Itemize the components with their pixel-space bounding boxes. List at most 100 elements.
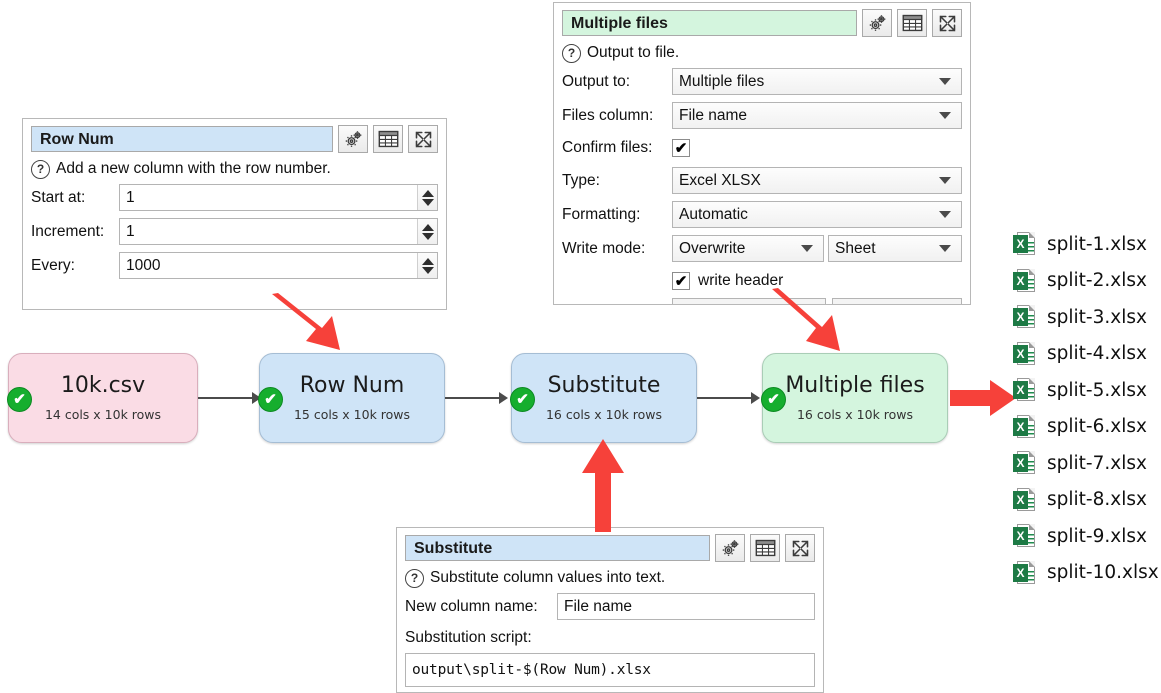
flow-link-2 bbox=[445, 397, 503, 399]
write-header-label: write header bbox=[698, 272, 784, 289]
list-item[interactable]: X split-7.xlsx bbox=[1013, 445, 1159, 482]
field-files-column: Files column: File name bbox=[562, 100, 962, 131]
chevron-down-icon bbox=[939, 177, 951, 184]
write-mode-select[interactable]: Overwrite bbox=[672, 235, 824, 262]
excel-file-icon: X bbox=[1013, 341, 1035, 366]
every-input[interactable]: 1000 bbox=[119, 252, 438, 279]
substitute-title-row: Substitute bbox=[405, 534, 815, 562]
list-item[interactable]: X split-2.xlsx bbox=[1013, 263, 1159, 300]
field-new-column-name: New column name: File name bbox=[405, 591, 815, 622]
output-to-select[interactable]: Multiple files bbox=[672, 68, 962, 95]
help-icon: ? bbox=[405, 568, 424, 588]
chevron-down-icon bbox=[801, 245, 813, 252]
increment-label: Increment: bbox=[31, 222, 105, 240]
confirm-files-checkbox[interactable]: ✔ bbox=[672, 139, 690, 157]
status-ok-icon: ✔ bbox=[761, 387, 786, 412]
panel-substitute: Substitute bbox=[396, 527, 824, 693]
flow-node-title: Substitute bbox=[547, 373, 661, 399]
file-name: split-4.xlsx bbox=[1047, 343, 1147, 365]
start-at-label: Start at: bbox=[31, 188, 86, 206]
flow-node-subtitle: 16 cols x 10k rows bbox=[545, 406, 663, 422]
table-icon[interactable] bbox=[373, 125, 403, 153]
expand-icon[interactable] bbox=[408, 125, 438, 153]
file-name: split-5.xlsx bbox=[1047, 379, 1147, 401]
file-name: split-8.xlsx bbox=[1047, 489, 1147, 511]
row-num-help: ? Add a new column with the row number. bbox=[31, 156, 438, 182]
list-item[interactable]: X split-6.xlsx bbox=[1013, 409, 1159, 446]
write-target-select[interactable]: Sheet bbox=[828, 235, 962, 262]
new-column-name-label: New column name: bbox=[405, 597, 538, 615]
output-to-label: Output to: bbox=[562, 72, 631, 90]
start-at-stepper[interactable] bbox=[417, 185, 437, 210]
flow-node-substitute[interactable]: Substitute 16 cols x 10k rows bbox=[511, 353, 697, 443]
field-type: Type: Excel XLSX bbox=[562, 165, 962, 196]
every-stepper[interactable] bbox=[417, 253, 437, 278]
file-name: split-7.xlsx bbox=[1047, 452, 1147, 474]
every-label: Every: bbox=[31, 256, 75, 274]
flow-node-10k-csv[interactable]: 10k.csv 14 cols x 10k rows bbox=[8, 353, 198, 443]
table-icon[interactable] bbox=[750, 534, 780, 562]
status-ok-icon: ✔ bbox=[510, 387, 535, 412]
flow-node-multiple-files[interactable]: Multiple files 16 cols x 10k rows bbox=[762, 353, 948, 443]
excel-file-icon: X bbox=[1013, 414, 1035, 439]
flow-node-row-num[interactable]: Row Num 15 cols x 10k rows bbox=[259, 353, 445, 443]
chevron-down-icon bbox=[939, 78, 951, 85]
field-increment: Increment: 1 bbox=[31, 216, 438, 247]
multiple-files-title-row: Multiple files bbox=[562, 9, 962, 37]
excel-file-icon: X bbox=[1013, 451, 1035, 475]
multiple-files-title-input[interactable]: Multiple files bbox=[562, 10, 857, 36]
gears-icon[interactable] bbox=[338, 125, 368, 153]
excel-file-icon: X bbox=[1013, 487, 1035, 512]
row-num-title-input[interactable]: Row Num bbox=[31, 126, 333, 152]
confirm-files-label: Confirm files: bbox=[562, 139, 653, 156]
new-column-name-input[interactable]: File name bbox=[557, 593, 815, 620]
partial-control-right bbox=[832, 298, 962, 304]
callout-arrow-to-substitute bbox=[582, 439, 624, 532]
substitution-script-editor[interactable]: output\split-$(Row Num).xlsx bbox=[405, 653, 815, 687]
substitute-title-input[interactable]: Substitute bbox=[405, 535, 710, 561]
list-item[interactable]: X split-8.xlsx bbox=[1013, 482, 1159, 519]
list-item[interactable]: X split-3.xlsx bbox=[1013, 299, 1159, 336]
callout-arrow-to-multiple-files bbox=[772, 288, 840, 351]
substitute-help-text: Substitute column values into text. bbox=[430, 569, 666, 586]
callout-arrow-to-file-list bbox=[950, 380, 1016, 416]
type-select[interactable]: Excel XLSX bbox=[672, 167, 962, 194]
excel-file-icon: X bbox=[1013, 524, 1035, 548]
row-num-help-text: Add a new column with the row number. bbox=[56, 160, 331, 177]
substitute-help: ? Substitute column values into text. bbox=[405, 565, 815, 591]
flow-link-arrowhead bbox=[751, 392, 760, 404]
start-at-input[interactable]: 1 bbox=[119, 184, 438, 211]
callout-arrow-to-row-num bbox=[272, 293, 340, 350]
gears-icon[interactable] bbox=[862, 9, 892, 37]
expand-icon[interactable] bbox=[785, 534, 815, 562]
file-name: split-10.xlsx bbox=[1047, 562, 1159, 584]
flow-node-subtitle: 15 cols x 10k rows bbox=[293, 406, 411, 422]
list-item[interactable]: X split-4.xlsx bbox=[1013, 336, 1159, 373]
expand-icon[interactable] bbox=[932, 9, 962, 37]
partial-control-left bbox=[672, 298, 826, 304]
type-label: Type: bbox=[562, 171, 600, 189]
flow-node-title: 10k.csv bbox=[60, 373, 146, 399]
chevron-down-icon bbox=[939, 245, 951, 252]
panel-multiple-files: Multiple files bbox=[553, 2, 971, 305]
multiple-files-help: ? Output to file. bbox=[562, 40, 962, 66]
formatting-select[interactable]: Automatic bbox=[672, 201, 962, 228]
files-column-select[interactable]: File name bbox=[672, 102, 962, 129]
increment-stepper[interactable] bbox=[417, 219, 437, 244]
gears-icon[interactable] bbox=[715, 534, 745, 562]
excel-file-icon: X bbox=[1013, 378, 1035, 402]
table-icon[interactable] bbox=[897, 9, 927, 37]
increment-input[interactable]: 1 bbox=[119, 218, 438, 245]
list-item[interactable]: X split-1.xlsx bbox=[1013, 226, 1159, 263]
list-item[interactable]: X split-5.xlsx bbox=[1013, 372, 1159, 409]
list-item[interactable]: X split-10.xlsx bbox=[1013, 555, 1159, 592]
field-formatting: Formatting: Automatic bbox=[562, 199, 962, 230]
file-name: split-2.xlsx bbox=[1047, 270, 1147, 292]
excel-file-icon: X bbox=[1013, 268, 1035, 293]
write-mode-label: Write mode: bbox=[562, 239, 646, 257]
write-header-checkbox[interactable]: ✔ bbox=[672, 272, 690, 290]
flow-link-arrowhead bbox=[252, 392, 261, 404]
field-write-header: ✔ write header bbox=[562, 267, 962, 295]
file-name: split-3.xlsx bbox=[1047, 306, 1147, 328]
list-item[interactable]: X split-9.xlsx bbox=[1013, 518, 1159, 555]
